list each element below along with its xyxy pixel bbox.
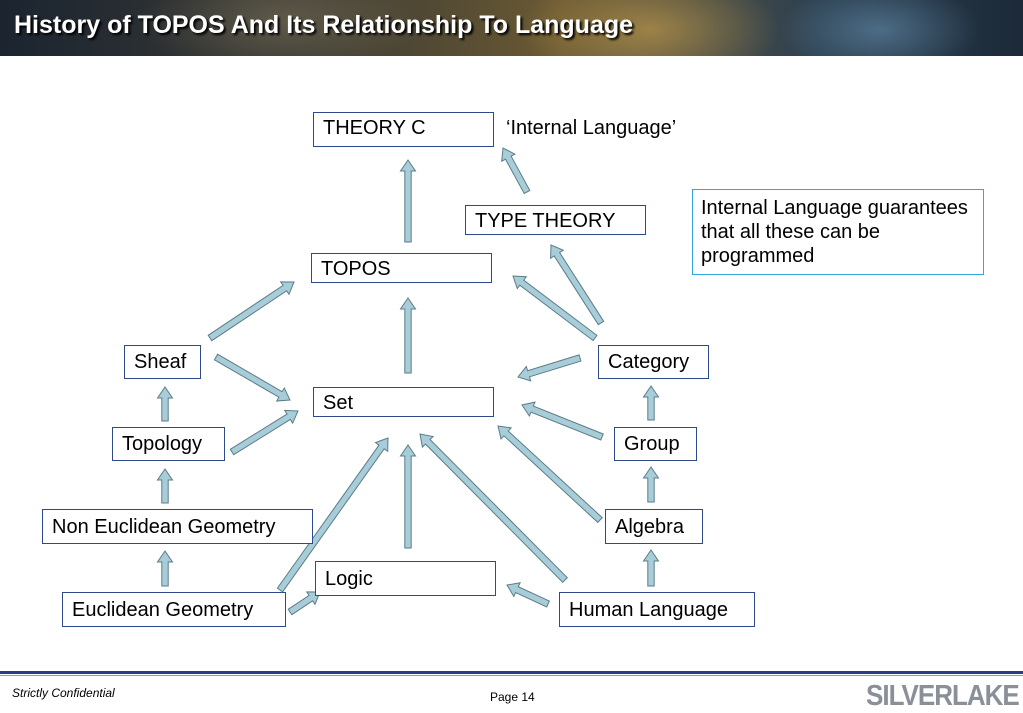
arrow-topology-to-sheaf [156,386,174,422]
arrow-noneuclid-to-topology [156,468,174,504]
arrow-euclid-to-set [276,437,389,593]
node-non-euclidean-geometry: Non Euclidean Geometry [42,509,313,544]
arrow-category-to-set [517,354,582,382]
arrow-algebra-to-group [642,466,660,503]
banner-decoration [780,0,980,56]
arrow-human-language-to-algebra [642,549,660,587]
node-theory-c: THEORY C [313,112,494,147]
node-type-theory: TYPE THEORY [465,205,646,235]
arrow-group-to-set [521,401,604,441]
arrow-group-to-category [642,385,660,421]
node-algebra: Algebra [605,509,703,544]
node-human-language: Human Language [559,592,755,627]
banner-decoration [520,0,780,56]
arrow-euclid-to-noneuclid [156,550,174,587]
node-euclidean-geometry: Euclidean Geometry [62,592,286,627]
node-topos: TOPOS [311,253,492,283]
confidentiality-note: Strictly Confidential [12,686,115,700]
node-sheaf: Sheaf [124,345,201,379]
info-box: Internal Language guarantees that all th… [692,189,984,275]
footer-divider-thin [0,675,1023,676]
node-logic: Logic [315,561,496,596]
page-number: Page 14 [490,690,535,704]
node-category: Category [598,345,709,379]
arrow-sheaf-to-set [213,353,291,402]
arrow-set-to-topos [399,297,417,374]
node-group: Group [614,427,697,461]
arrow-logic-to-set [399,444,417,549]
arrow-human-language-to-logic [506,582,550,608]
arrow-human-language-to-set [419,433,569,584]
arrow-sheaf-to-topos [207,281,295,342]
node-topology: Topology [112,427,225,461]
arrow-topos-to-theory-c [399,159,417,243]
banner-decoration [140,0,420,56]
arrow-type-theory-to-theory-c [501,147,531,195]
footer-divider [0,671,1023,674]
arrow-algebra-to-set [497,425,603,524]
header-banner: History of TOPOS And Its Relationship To… [0,0,1023,56]
node-set: Set [313,387,494,417]
arrow-topology-to-set [229,409,299,456]
company-logo: SILVERLAKE [866,678,1020,712]
internal-language-label: ‘Internal Language’ [506,117,677,139]
arrow-category-to-type-theory [550,244,605,326]
arrow-category-to-topos [512,275,598,342]
arrow-euclid-to-logic [287,591,321,616]
slide-title: History of TOPOS And Its Relationship To… [14,11,634,39]
